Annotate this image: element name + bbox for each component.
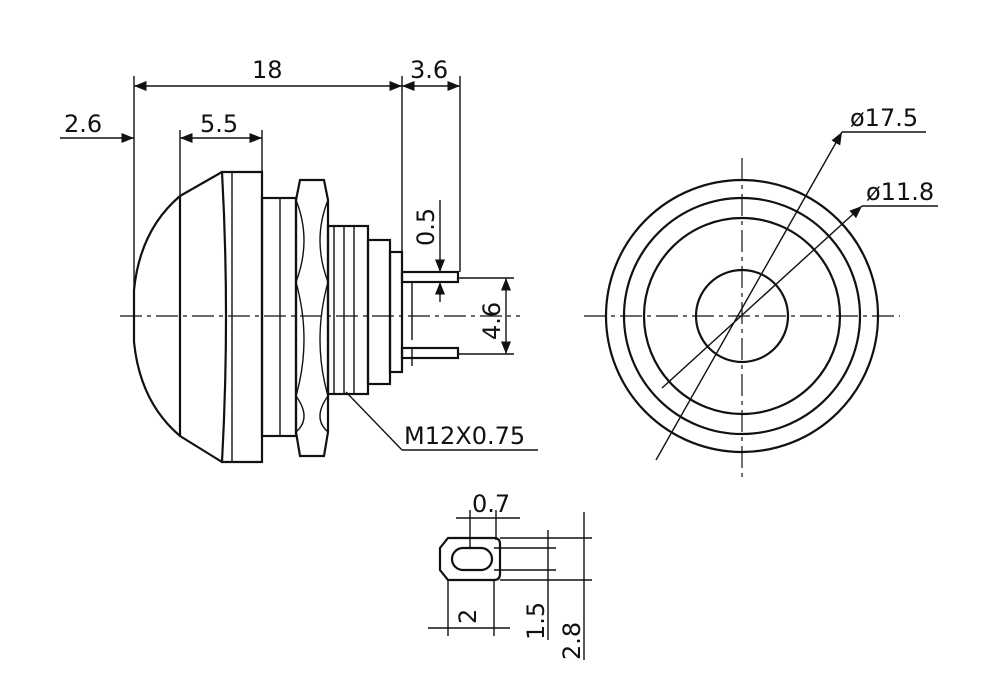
hex-nut-face-bottom2 xyxy=(319,395,329,433)
dome-cap-top xyxy=(179,171,223,197)
dim-diameter-inner-line xyxy=(661,205,863,389)
dim-slot-height: 1.5 xyxy=(522,602,550,640)
rear-body xyxy=(366,238,392,386)
dim-terminal-thickness: 0.5 xyxy=(412,208,440,246)
hex-nut xyxy=(294,178,330,458)
thread-label: M12X0.75 xyxy=(404,422,525,450)
thread-leader xyxy=(345,391,403,451)
dim-overall-length: 18 xyxy=(252,56,283,84)
hex-nut-face-low2 xyxy=(319,281,329,397)
center-button xyxy=(694,268,790,364)
dim-terminal-length: 3.6 xyxy=(410,56,448,84)
hex-nut-face-low xyxy=(295,281,305,397)
terminal-upper xyxy=(400,270,460,284)
dim-flange: 5.5 xyxy=(200,110,238,138)
dim-terminal-spacing: 4.6 xyxy=(478,302,506,340)
outer-ring xyxy=(604,178,880,454)
dome-cap xyxy=(132,195,181,437)
rear-cap xyxy=(388,250,404,374)
washer xyxy=(260,196,298,438)
dim-width: 2 xyxy=(454,609,482,624)
hex-nut-face-mid xyxy=(319,199,329,283)
hex-nut-face-top xyxy=(295,199,305,283)
middle-ring xyxy=(622,196,862,436)
dim-diameter-outer-line xyxy=(655,131,843,461)
dim-cap-height: 2.6 xyxy=(64,110,102,138)
side-view: 18 3.6 2.6 5.5 0.5 4.6 M12X0.75 xyxy=(60,56,538,464)
bezel xyxy=(220,170,264,464)
dim-slot-width: 0.7 xyxy=(472,490,510,518)
dim-height: 2.8 xyxy=(558,622,586,660)
dim-outer-diameter: ø17.5 xyxy=(850,104,918,132)
terminal-detail: 0.7 2 1.5 2.8 xyxy=(428,490,592,660)
dome-cap-bottom xyxy=(179,435,223,463)
hex-nut-face-bottom xyxy=(295,395,305,433)
terminal-slot xyxy=(450,546,494,572)
front-view: ø17.5 ø11.8 xyxy=(584,104,938,478)
terminal-lower xyxy=(400,346,460,360)
inner-ring xyxy=(642,216,842,416)
dim-inner-diameter: ø11.8 xyxy=(866,178,934,206)
